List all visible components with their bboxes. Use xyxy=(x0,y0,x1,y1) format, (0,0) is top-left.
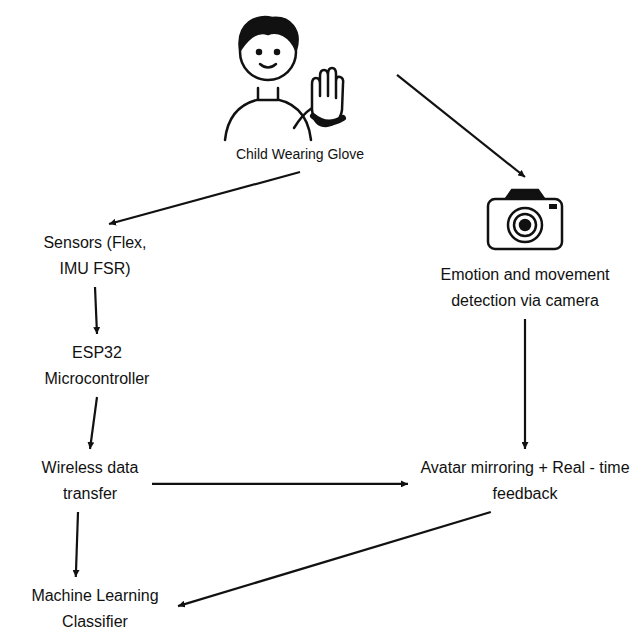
process-label: Avatar mirroring + Real - time feedback xyxy=(411,452,638,510)
camera-icon xyxy=(488,190,562,249)
child-figure xyxy=(225,17,343,140)
process-label: Machine Learning Classifier xyxy=(15,580,175,635)
flow-arrow xyxy=(178,512,491,606)
process-label: Wireless data transfer xyxy=(30,452,150,510)
node-text: Sensors (Flex, IMU FSR) xyxy=(29,230,161,282)
process-label: ESP32 Microcontroller xyxy=(37,337,157,395)
node-text: Emotion and movement detection via camer… xyxy=(416,262,634,314)
node-text: ESP32 Microcontroller xyxy=(41,340,153,392)
child-label: Child Wearing Glove xyxy=(205,6,395,170)
flow-arrow xyxy=(152,483,408,485)
node-text: Child Wearing Glove xyxy=(209,144,391,164)
process-label: Sensors (Flex, IMU FSR) xyxy=(25,227,165,285)
flow-arrow xyxy=(109,172,300,224)
node-text: Machine Learning Classifier xyxy=(19,583,171,635)
flow-arrow xyxy=(76,512,78,577)
flow-arrow xyxy=(95,287,97,334)
process-label: Emotion and movement detection via camer… xyxy=(412,180,638,317)
flow-arrow xyxy=(524,319,526,449)
flow-arrow xyxy=(397,75,525,177)
node-text: Wireless data transfer xyxy=(34,455,146,507)
node-text: Avatar mirroring + Real - time feedback xyxy=(415,455,635,507)
flow-arrow xyxy=(90,397,97,449)
